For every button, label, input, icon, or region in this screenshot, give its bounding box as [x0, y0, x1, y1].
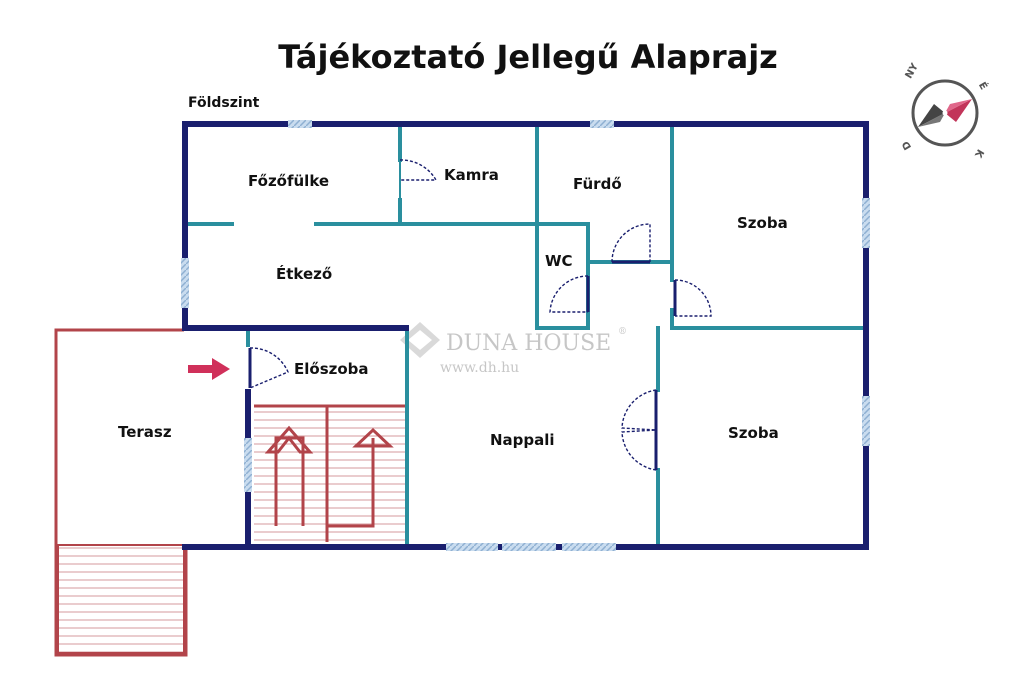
compass-w: NY	[904, 61, 922, 81]
duna-house-logo-icon	[400, 322, 440, 358]
door-kamra	[399, 159, 438, 200]
entrance-arrow-icon	[188, 358, 230, 380]
window	[862, 396, 870, 446]
doors	[248, 159, 712, 471]
window	[502, 543, 556, 551]
door-nappali-double	[621, 389, 658, 471]
watermark-registered: ®	[618, 327, 627, 337]
door-wc	[549, 275, 590, 313]
watermark: DUNA HOUSE ® www.dh.hu	[400, 322, 627, 376]
window	[862, 198, 870, 248]
compass-e: K	[971, 147, 985, 160]
room-label-wc: WC	[545, 252, 573, 270]
stair-arrow-right-icon	[327, 427, 394, 528]
terrace	[54, 328, 188, 657]
windows	[181, 120, 870, 551]
room-label-fozofulke: Főzőfülke	[248, 172, 329, 190]
door-furdo	[611, 223, 651, 264]
room-label-nappali: Nappali	[490, 431, 555, 449]
room-label-furdo: Fürdő	[573, 175, 622, 193]
watermark-brand: DUNA HOUSE	[446, 331, 611, 356]
compass-n: É	[976, 80, 991, 93]
window	[288, 120, 312, 128]
window	[562, 543, 616, 551]
watermark-url: www.dh.hu	[440, 360, 519, 376]
window	[590, 120, 614, 128]
room-label-szoba-2: Szoba	[728, 424, 779, 442]
room-label-eloszoba: Előszoba	[294, 360, 369, 378]
floor-label: Földszint	[188, 95, 260, 111]
compass-icon: NY É D K	[900, 61, 990, 160]
room-label-terasz: Terasz	[118, 423, 172, 441]
room-label-kamra: Kamra	[444, 166, 499, 184]
plan-title: Tájékoztató Jellegű Alaprajz	[278, 38, 778, 76]
window	[244, 438, 252, 492]
door-szoba1	[673, 279, 712, 317]
room-label-etkezo: Étkező	[276, 264, 332, 283]
window	[446, 543, 498, 551]
room-label-szoba-1: Szoba	[737, 214, 788, 232]
stair-arrow-left-icon	[264, 425, 314, 526]
staircase	[254, 404, 406, 542]
compass-s: D	[900, 139, 914, 152]
door-eloszoba	[248, 347, 289, 389]
window	[181, 258, 189, 308]
